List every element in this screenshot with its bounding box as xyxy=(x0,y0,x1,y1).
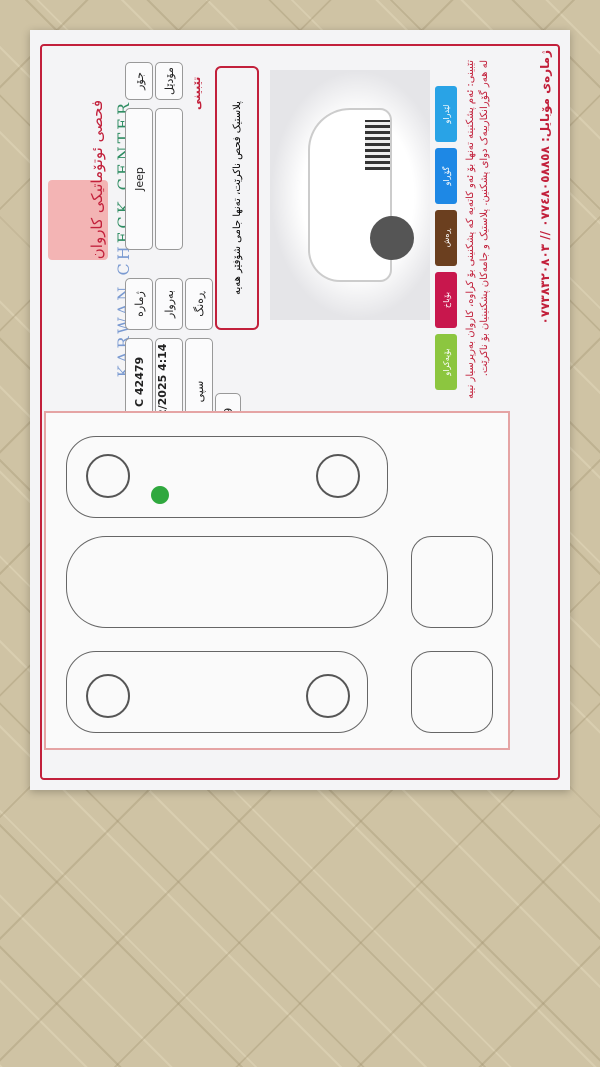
field-label: ژمارە xyxy=(125,278,153,330)
field-label: جۆر xyxy=(125,62,153,100)
remark-box: پلاستیک فحص ناکرێت، تەنها جامی شۆفێر هەی… xyxy=(215,66,259,330)
remark-title: تێبینی xyxy=(190,76,203,110)
wheel xyxy=(306,674,350,718)
brand-name-ku: فحصی ئوتۆماتیکی کاروان xyxy=(88,100,106,260)
wheel xyxy=(86,674,130,718)
field-label: بەروار xyxy=(155,278,183,330)
legend-item: بۆیاخ xyxy=(435,272,457,328)
field-label: ڕەنگ xyxy=(185,278,213,330)
legend-item: لێدراو xyxy=(435,86,457,142)
legend-item: ڕەش xyxy=(435,210,457,266)
rear-view xyxy=(411,536,493,628)
wheel xyxy=(86,454,130,498)
front-view xyxy=(411,651,493,733)
damage-marker-green xyxy=(151,486,169,504)
notes-text: تێبینی: ئەم پشکنینە تەنها بۆ ئەو کاتەیە … xyxy=(465,60,490,399)
wheel xyxy=(316,454,360,498)
logo: فحصی ئوتۆماتیکی کاروان KARWAN CHECK CENT… xyxy=(48,60,133,377)
damage-legend: بۆیەکراو بۆیاخ ڕەش گۆڕاو لێدراو xyxy=(435,86,457,390)
legend-item: بۆیەکراو xyxy=(435,334,457,390)
legend-item: گۆڕاو xyxy=(435,148,457,204)
vehicle-diagram xyxy=(44,411,510,750)
top-view xyxy=(66,536,388,628)
car-photo xyxy=(270,70,430,320)
phone-numbers: ژمارەی مۆبایل: ٠٧٧٤٨٠٥٨٨٥٨ // ٠٧٧٣٨٣٢٠٨٠… xyxy=(538,50,552,325)
field-value xyxy=(155,108,183,250)
field-label: مۆدێل xyxy=(155,62,183,100)
field-value: Jeep xyxy=(125,108,153,250)
inspection-sheet: فحصی ئوتۆماتیکی کاروان KARWAN CHECK CENT… xyxy=(30,30,570,790)
